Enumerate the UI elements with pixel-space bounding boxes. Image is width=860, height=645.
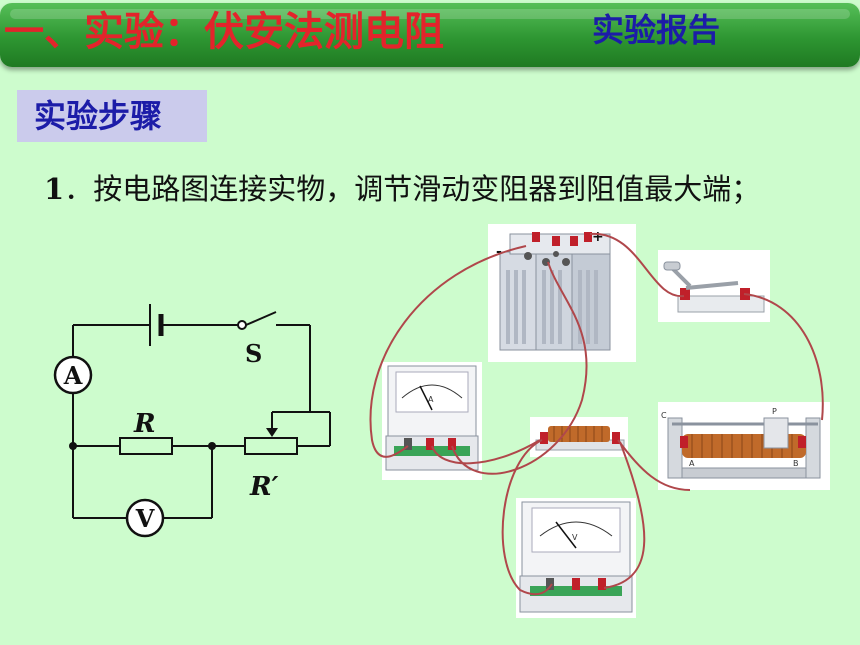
- voltmeter-device: V: [519, 501, 633, 613]
- circuit-diagram: A V S R R′: [53, 304, 331, 538]
- section-badge: [17, 90, 207, 142]
- page-title: 一、实验：伏安法测电阻: [4, 8, 444, 55]
- battery-pack: - +: [496, 229, 611, 351]
- rheostat-label: R′: [249, 472, 279, 502]
- section-label: 实验步骤: [34, 97, 163, 135]
- header-highlight: [10, 9, 850, 19]
- ammeter-device-letter: A: [428, 395, 434, 404]
- battery-negative-label: -: [496, 244, 502, 260]
- step-1-text: 1．按电路图连接实物，调节滑动变阻器到阻值最大端；: [44, 166, 814, 212]
- resistor-label: R: [133, 409, 156, 439]
- step-number: 1: [44, 172, 65, 206]
- wires: [369, 232, 824, 596]
- experiment-report-link[interactable]: 实验报告: [592, 11, 721, 49]
- ammeter-label: A: [63, 361, 83, 390]
- battery-positive-label: +: [592, 229, 604, 245]
- fixed-resistor: [535, 426, 625, 451]
- rheostat-terminal-b: B: [793, 459, 799, 468]
- ammeter-device: A: [385, 365, 479, 471]
- voltmeter-device-letter: V: [572, 533, 578, 542]
- step-description: ．按电路图连接实物，调节滑动变阻器到阻值最大端；: [64, 172, 761, 206]
- rheostat-terminal-p: P: [772, 407, 777, 416]
- rheostat-terminal-a: A: [689, 459, 695, 468]
- rheostat-terminal-c: C: [661, 411, 667, 420]
- voltmeter-label: V: [135, 504, 155, 533]
- header-bar: [0, 3, 860, 67]
- slide-rheostat: C P A B: [661, 407, 821, 479]
- switch-label: S: [245, 339, 262, 368]
